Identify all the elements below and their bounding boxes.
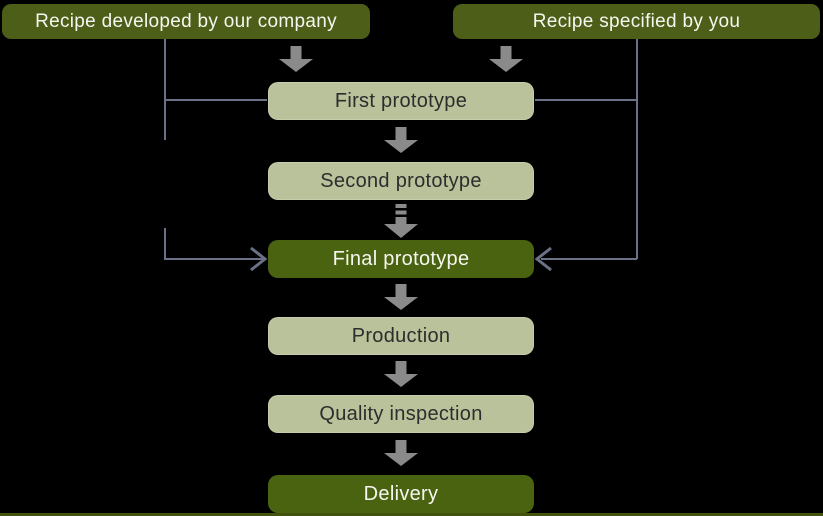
down-arrow-icon-first-to-second [384, 127, 418, 153]
bottom-edge-strip [0, 513, 823, 516]
right-open-arrowhead-icon [534, 246, 552, 272]
step-box-quality-inspection: Quality inspection [268, 395, 534, 433]
down-arrow-icon-customer-to-first [489, 46, 523, 72]
step-box-second-prototype: Second prototype [268, 162, 534, 200]
step-box-delivery: Delivery [268, 475, 534, 513]
down-arrow-icon-final-to-production [384, 284, 418, 310]
down-arrow-icon-production-to-quality [384, 361, 418, 387]
source-box-recipe-developed-by-company: Recipe developed by our company [2, 4, 370, 39]
down-arrow-icon-quality-to-delivery [384, 440, 418, 466]
step-box-final-prototype: Final prototype [268, 240, 534, 278]
source-box-recipe-specified-by-you: Recipe specified by you [453, 4, 820, 39]
down-arrow-icon-company-to-first [279, 46, 313, 72]
left-open-arrowhead-icon [250, 246, 268, 272]
dashed-down-arrow-icon-second-to-final [384, 204, 418, 238]
left-connector-lower-segment [164, 228, 263, 260]
step-box-production: Production [268, 317, 534, 355]
step-box-first-prototype: First prototype [268, 82, 534, 120]
